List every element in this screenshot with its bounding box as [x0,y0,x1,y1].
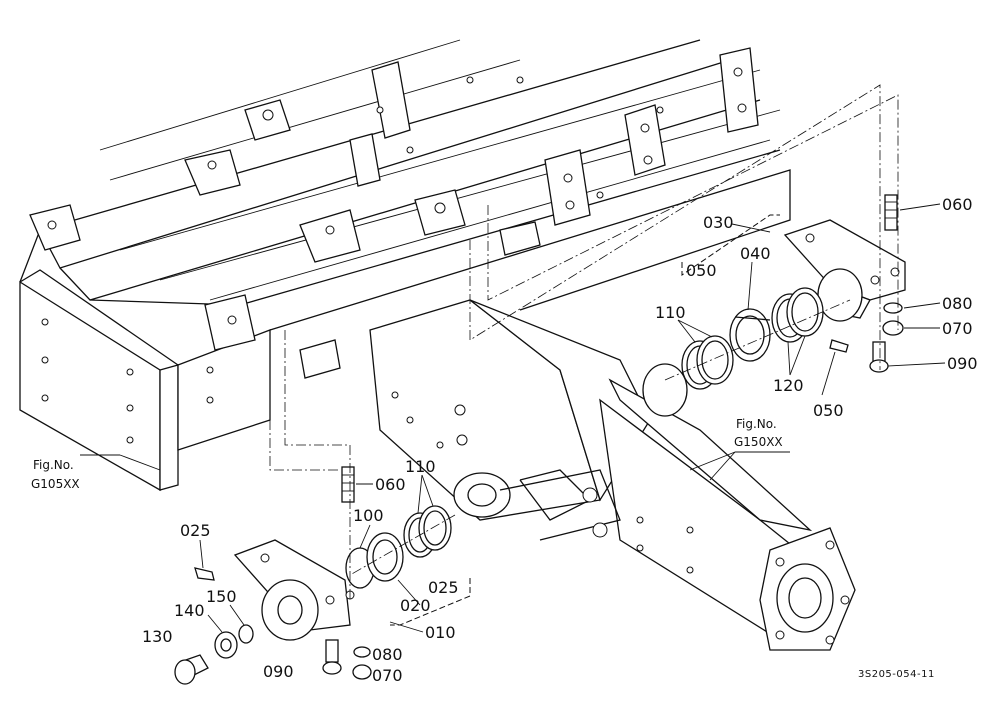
label-150: 150 [206,587,237,606]
label-070-bottom: 070 [372,666,403,685]
grease-fitting-050 [829,339,849,353]
label-010: 010 [425,623,456,642]
label-020: 020 [400,596,431,615]
stud-060-top [884,194,898,231]
label-080-bottom: 080 [372,645,403,664]
label-040: 040 [740,244,771,263]
tractor-frame [19,39,791,492]
label-030: 030 [703,213,734,232]
figure-ref-line2: G105XX [31,477,80,491]
label-110-mid: 110 [405,457,436,476]
label-070-top: 070 [942,319,973,338]
label-110-top: 110 [655,303,686,322]
label-100: 100 [353,506,384,525]
figure-reference-g105xx: Fig.No. G105XX [31,458,80,491]
washer-080-bottom [353,646,371,658]
nut-070-top [882,320,904,336]
grease-fitting-025 [194,567,215,581]
label-060-mid: 060 [375,475,406,494]
figure-reference-g150xx: Fig.No. G150XX [734,417,783,449]
bolt-090-top [872,341,886,363]
nut-070-bottom [352,664,372,680]
label-050-a: 050 [686,261,717,280]
bolt-090-bottom [325,639,339,663]
centerlines [269,84,899,600]
label-140: 140 [174,601,205,620]
rear-bracket-assembly [681,194,906,390]
callout-labels: 060 080 070 090 030 050 040 110 120 050 … [142,195,978,685]
kit-bracket-010 [390,578,471,626]
washer-080-top [883,302,903,314]
label-080-top: 080 [942,294,973,313]
axle-housing [369,299,856,651]
label-025-b: 025 [428,578,459,597]
figure-ref-line1: Fig.No. [736,417,777,431]
label-050-b: 050 [813,401,844,420]
label-130: 130 [142,627,173,646]
figure-ref-line1: Fig.No. [33,458,74,472]
kit-bracket-030 [681,214,780,276]
label-060-top: 060 [942,195,973,214]
stud-060-mid [341,466,355,503]
drawing-code: 3S205-054-11 [858,669,935,680]
front-bracket-assembly [174,466,452,685]
label-120: 120 [773,376,804,395]
seal-150 [238,624,254,644]
label-090-bottom: 090 [263,662,294,681]
leader-lines [80,203,946,654]
label-090-top: 090 [947,354,978,373]
label-025-a: 025 [180,521,211,540]
figure-ref-line2: G150XX [734,435,783,449]
